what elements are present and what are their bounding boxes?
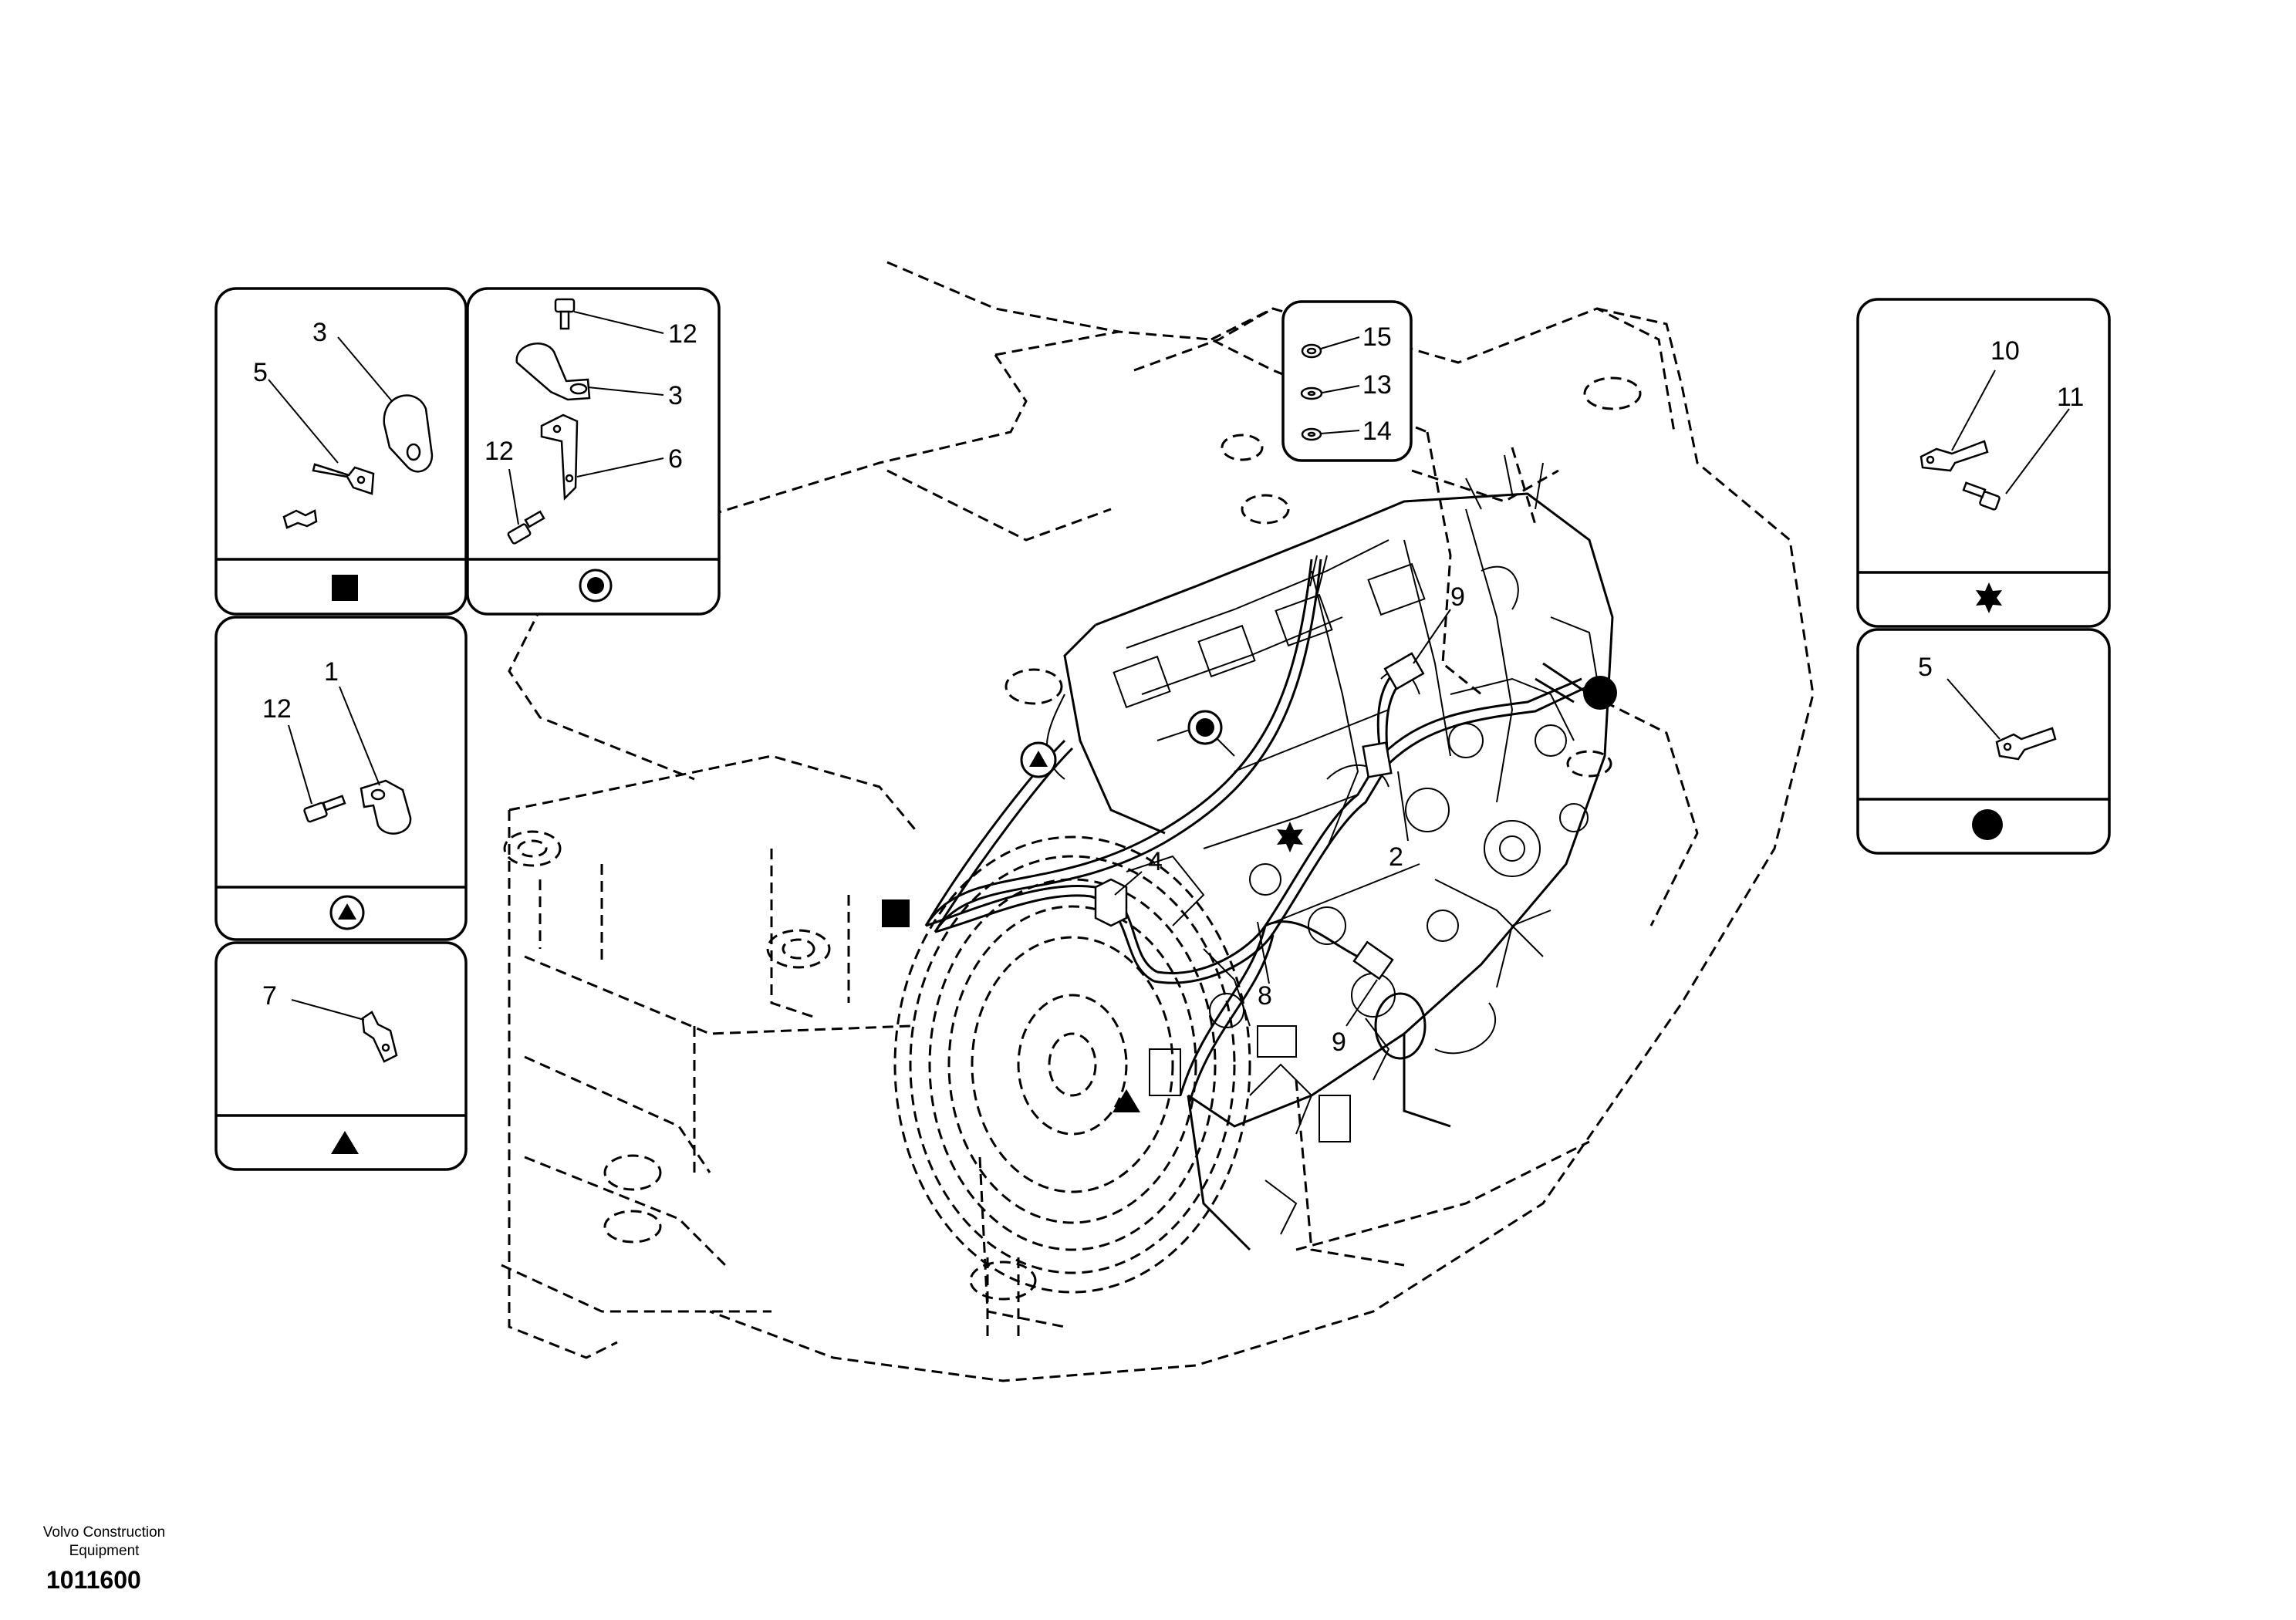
dot-symbol-icon [1583,676,1617,710]
circled-dot-symbol-icon [579,569,613,602]
detail-panel-star: 10 11 [1856,298,2111,628]
dot-symbol-icon [1972,809,2003,840]
square-symbol-icon [882,899,910,927]
callout-4: 4 [1148,847,1163,876]
flywheel-housing-outline [893,835,1251,1294]
document-number: 1011600 [46,1566,141,1594]
panel-dot-label-5: 5 [1918,653,1933,682]
panel-ring-triangle-label-1: 1 [324,657,339,687]
panel-square-label-5: 5 [253,358,268,387]
detail-panel-square: 3 5 [214,287,468,616]
triangle-symbol-icon [1113,1089,1140,1112]
main-callout-leaders [1114,555,1451,1027]
panel-star-label-10: 10 [1990,336,2020,366]
star-symbol-icon [1277,822,1303,852]
triangle-symbol-icon [331,1131,359,1154]
wiring-harness [924,559,1590,1102]
callout-9-top: 9 [1450,582,1465,612]
panel-ring-label-3: 3 [668,381,683,410]
main-symbol-markers [882,676,1617,1112]
circled-dot-symbol-icon [1187,710,1223,745]
detail-panel-dot: 5 [1856,628,2111,855]
detail-panel-ring-triangle: 1 12 [214,616,468,941]
panel-washers-label-14: 14 [1362,417,1392,446]
panel-washers-label-15: 15 [1362,322,1392,352]
detail-panel-washers: 15 13 14 [1281,300,1413,462]
panel-ring-label-12-bottom: 12 [485,437,514,466]
callout-8: 8 [1258,981,1272,1011]
publisher-name: Volvo Construction Equipment [15,1524,193,1561]
square-symbol-icon [332,575,358,601]
callout-9-bottom: 9 [1332,1028,1346,1057]
detail-panel-triangle: 7 [214,941,468,1171]
panel-triangle-label-7: 7 [262,981,277,1011]
publisher-line-1: Volvo Construction [42,1524,166,1541]
panel-ring-label-6: 6 [668,444,683,474]
panel-washers-label-13: 13 [1362,370,1392,400]
panel-ring-label-12-top: 12 [668,319,697,349]
callout-2: 2 [1389,842,1403,872]
panel-star-label-11: 11 [2057,383,2084,412]
panel-ring-triangle-label-12: 12 [262,694,292,724]
detail-panel-ring: 12 3 6 12 [466,287,721,616]
circled-triangle-symbol-icon [1020,741,1057,778]
panel-square-label-3: 3 [312,318,327,347]
engine-assembly-outline [1045,454,1614,1251]
circled-triangle-symbol-icon [329,895,365,930]
publisher-line-2: Equipment [69,1543,140,1559]
